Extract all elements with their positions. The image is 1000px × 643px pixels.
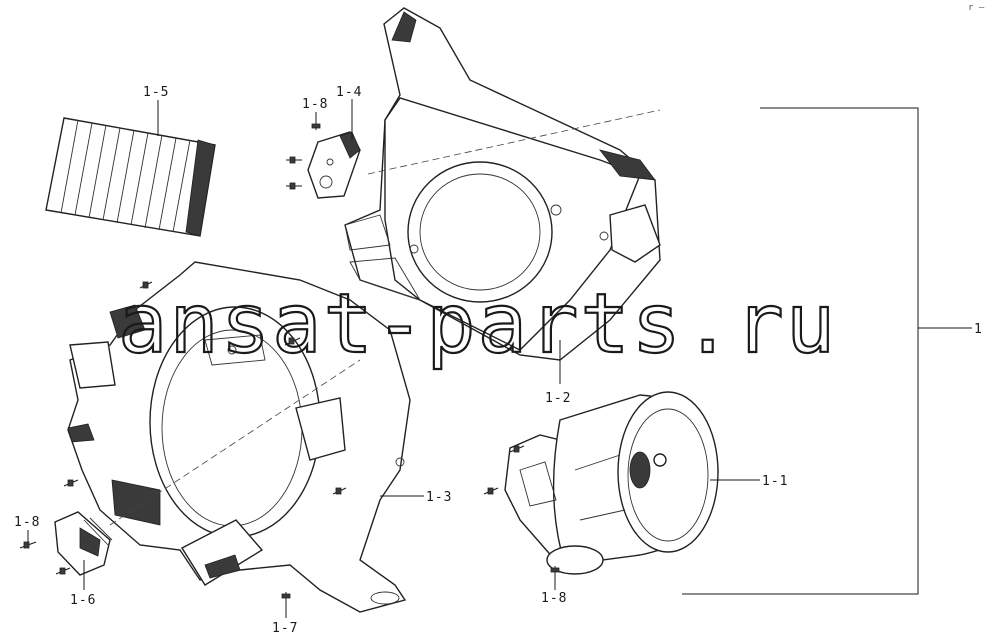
blower-resistor bbox=[54, 511, 113, 576]
callout-filter: 1-5 bbox=[143, 85, 169, 100]
callout-screw-7: 1-7 bbox=[272, 621, 298, 636]
assembly-bracket-line bbox=[682, 107, 919, 595]
actuator-bracket bbox=[307, 131, 361, 199]
axis-line bbox=[367, 109, 661, 175]
corner-mark: r — bbox=[968, 3, 985, 13]
callout-lower-case: 1-3 bbox=[426, 490, 452, 505]
screw-icon bbox=[139, 281, 153, 289]
screw-icon bbox=[284, 337, 301, 346]
callout-motor: 1-1 bbox=[762, 474, 788, 489]
screw-icon bbox=[286, 182, 302, 190]
screw-icon bbox=[19, 541, 37, 549]
callout-bracket: 1-4 bbox=[336, 85, 362, 100]
callout-screw-top: 1-8 bbox=[302, 97, 328, 112]
screw-icon bbox=[550, 566, 560, 582]
lower-blower-case bbox=[67, 261, 411, 613]
screw-icon bbox=[483, 487, 499, 495]
callout-upper-case: 1-2 bbox=[545, 391, 571, 406]
axis-line bbox=[109, 359, 361, 526]
screw-icon bbox=[332, 487, 347, 495]
callout-resistor: 1-6 bbox=[70, 593, 96, 608]
screw-icon bbox=[286, 156, 302, 164]
screw-icon bbox=[509, 445, 525, 453]
screw-icon bbox=[281, 592, 291, 606]
callout-screw-left: 1-8 bbox=[14, 515, 40, 530]
watermark: ansat-parts.ru bbox=[118, 277, 837, 372]
callout-screw-bottom: 1-8 bbox=[541, 591, 567, 606]
upper-blower-case bbox=[344, 7, 661, 361]
filter-element bbox=[45, 117, 216, 237]
screw-icon bbox=[63, 479, 79, 487]
callout-assembly: 1 bbox=[974, 322, 983, 337]
blower-motor bbox=[504, 391, 719, 575]
screw-icon bbox=[55, 567, 71, 575]
